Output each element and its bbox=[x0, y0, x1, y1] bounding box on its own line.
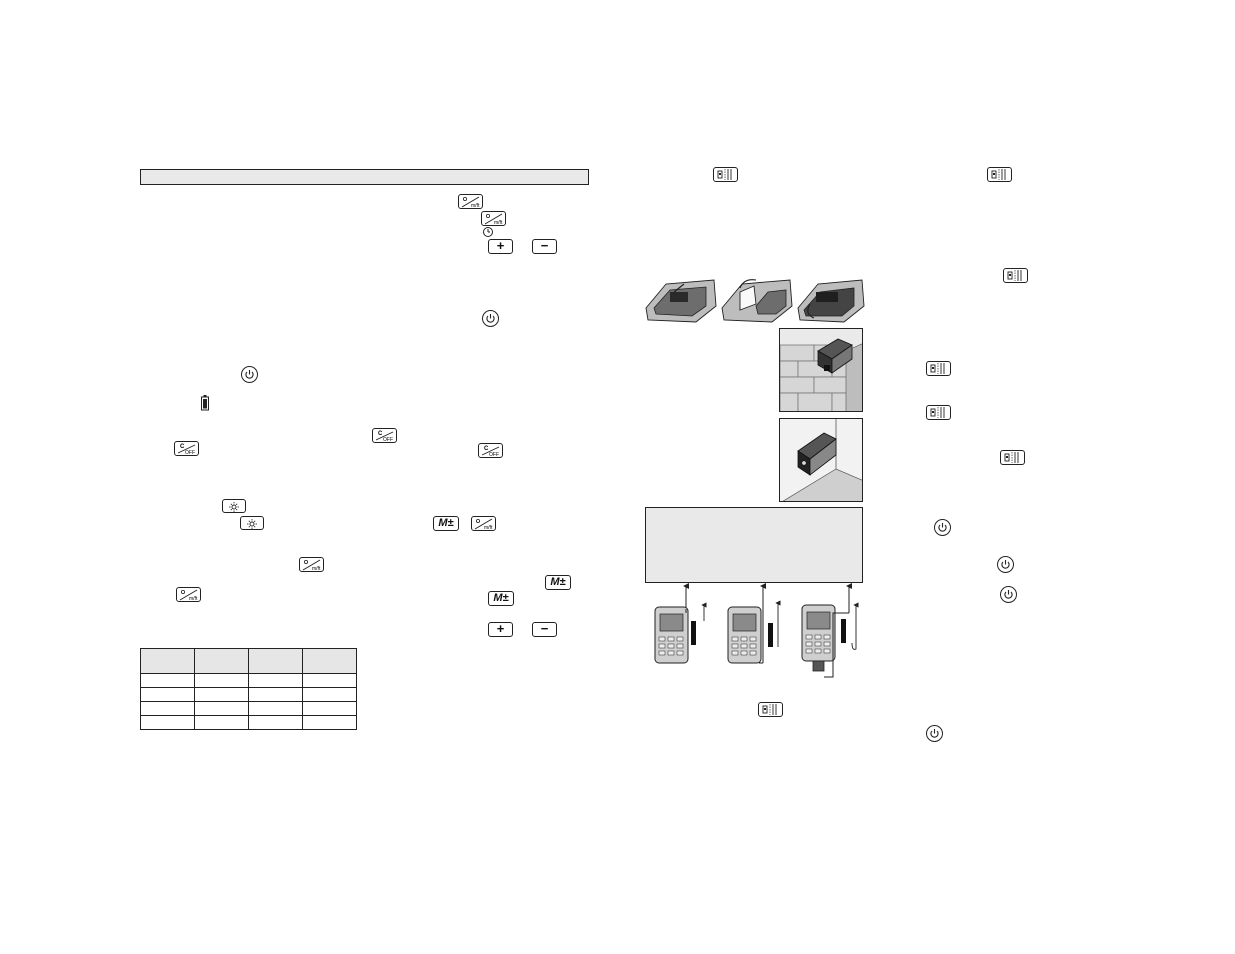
plus-key-icon: + bbox=[488, 622, 513, 637]
reference-point-key-icon bbox=[1000, 450, 1025, 465]
reference-point-devices-illustration bbox=[640, 583, 865, 688]
power-key-icon bbox=[926, 725, 943, 742]
minus-key-icon: − bbox=[532, 239, 557, 254]
table-row bbox=[140, 687, 357, 702]
reference-point-key-icon bbox=[758, 702, 783, 717]
table-row bbox=[140, 673, 357, 688]
battery-step-2-figure bbox=[721, 279, 793, 323]
table-header-row bbox=[140, 648, 357, 674]
power-key-icon bbox=[934, 519, 951, 536]
svg-text:C: C bbox=[378, 431, 383, 437]
svg-text:OFF: OFF bbox=[185, 450, 195, 456]
battery-icon bbox=[201, 395, 209, 416]
table-row bbox=[140, 701, 357, 716]
unit-mft-key-icon: m/ft bbox=[299, 557, 324, 572]
memory-key-icon: M± bbox=[545, 575, 571, 590]
table-cell bbox=[248, 673, 303, 688]
table-cell bbox=[248, 687, 303, 702]
svg-text:m/ft: m/ft bbox=[189, 596, 198, 602]
table-cell bbox=[302, 673, 357, 688]
power-key-icon bbox=[241, 366, 258, 383]
unit-mft-key-icon: m/ft bbox=[176, 587, 201, 602]
table-cell bbox=[140, 687, 195, 702]
battery-step-3-figure bbox=[797, 279, 865, 323]
battery-step-1-figure bbox=[645, 279, 717, 323]
table-cell bbox=[140, 701, 195, 716]
minus-key-icon: − bbox=[532, 622, 557, 637]
backlight-key-icon bbox=[240, 516, 264, 530]
power-key-icon bbox=[1000, 586, 1017, 603]
svg-text:OFF: OFF bbox=[489, 452, 499, 458]
table-cell bbox=[194, 701, 249, 716]
memory-key-icon: M± bbox=[488, 591, 514, 606]
reference-point-key-icon bbox=[987, 167, 1012, 182]
device-front-reference bbox=[654, 602, 707, 664]
table-cell bbox=[248, 715, 303, 730]
svg-text:m/ft: m/ft bbox=[494, 220, 503, 226]
table-cell bbox=[194, 715, 249, 730]
svg-text:m/ft: m/ft bbox=[484, 525, 493, 531]
table-header-cell bbox=[194, 648, 249, 674]
table-row bbox=[140, 715, 357, 730]
backlight-key-icon bbox=[222, 499, 246, 513]
reference-point-key-icon bbox=[926, 361, 951, 376]
table-cell bbox=[302, 715, 357, 730]
table-header-cell bbox=[302, 648, 357, 674]
table-cell bbox=[194, 687, 249, 702]
table-cell bbox=[302, 687, 357, 702]
timer-icon bbox=[482, 225, 494, 243]
table-header-cell bbox=[248, 648, 303, 674]
svg-text:C: C bbox=[180, 444, 185, 450]
device-pin-reference bbox=[801, 602, 859, 678]
reference-point-key-icon bbox=[926, 405, 951, 420]
reference-point-key-icon bbox=[1003, 268, 1028, 283]
device-rear-reference bbox=[727, 600, 781, 664]
power-key-icon bbox=[997, 556, 1014, 573]
specs-table bbox=[140, 648, 357, 730]
unit-mft-key-icon: m/ft bbox=[471, 516, 496, 531]
unit-mft-key-icon: m/ft bbox=[458, 194, 483, 209]
battery-compartment-illustration bbox=[644, 270, 866, 331]
table-header-cell bbox=[140, 648, 195, 674]
table-cell bbox=[302, 701, 357, 716]
svg-text:m/ft: m/ft bbox=[312, 566, 321, 572]
memory-key-icon: M± bbox=[433, 516, 459, 531]
table-cell bbox=[140, 715, 195, 730]
plus-key-icon: + bbox=[488, 239, 513, 254]
svg-text:m/ft: m/ft bbox=[471, 203, 480, 209]
table-cell bbox=[140, 673, 195, 688]
power-key-icon bbox=[482, 310, 499, 327]
table-cell bbox=[194, 673, 249, 688]
unit-mft-key-icon: m/ft bbox=[481, 211, 506, 226]
reference-point-key-icon bbox=[713, 167, 738, 182]
reference-info-box bbox=[645, 507, 863, 583]
svg-text:C: C bbox=[484, 446, 489, 452]
table-cell bbox=[248, 701, 303, 716]
section-header-bar bbox=[140, 169, 589, 185]
svg-text:OFF: OFF bbox=[383, 437, 393, 443]
wall-edge-measurement-figure bbox=[779, 328, 863, 412]
corner-measurement-figure bbox=[779, 418, 863, 502]
